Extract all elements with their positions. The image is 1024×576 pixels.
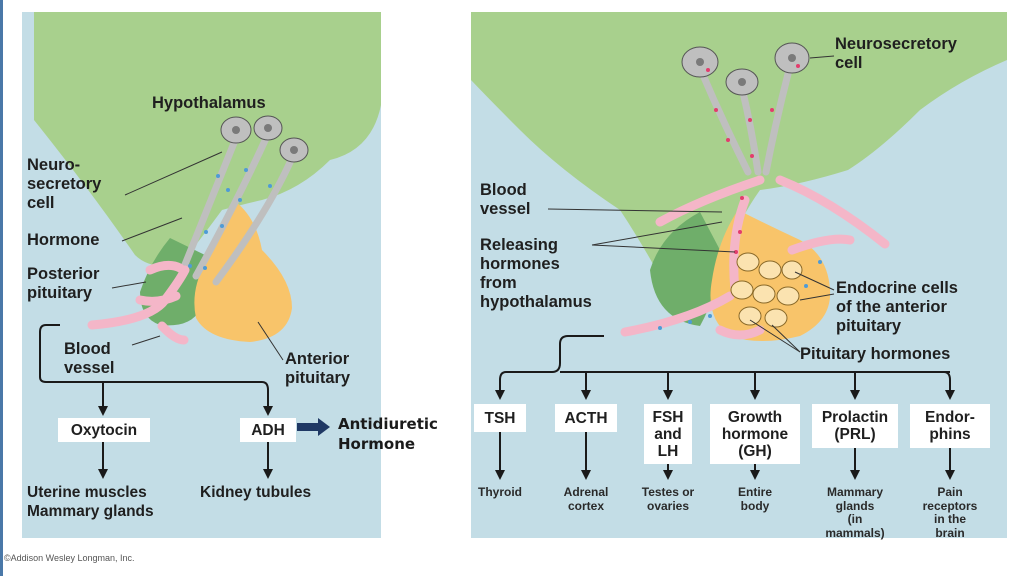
label-hypothalamus: Hypothalamus bbox=[152, 94, 266, 112]
right-neurosecretory-axons bbox=[696, 62, 794, 176]
right-leader-lines bbox=[547, 55, 835, 353]
target-uterine-mammary: Uterine muscles Mammary glands bbox=[27, 484, 154, 520]
right-endocrine-cells bbox=[730, 252, 803, 328]
right-portal-vessels bbox=[620, 175, 890, 340]
label-blood-vessel-right: Blood vessel bbox=[480, 181, 531, 218]
hormone-box-endorphins: Endor- phins bbox=[910, 404, 990, 448]
hormone-box-tsh: TSH bbox=[474, 404, 526, 432]
hormone-box-acth: ACTH bbox=[555, 404, 617, 432]
left-blood-vessel-shape bbox=[87, 260, 190, 345]
left-neuron-cell-bodies bbox=[220, 115, 309, 163]
label-pituitary-hormones: Pituitary hormones bbox=[800, 345, 951, 363]
label-hormone: Hormone bbox=[27, 231, 100, 249]
target-adrenal-cortex: Adrenal cortex bbox=[563, 485, 609, 513]
target-pain-receptors: Pain receptors in the brain bbox=[922, 485, 978, 540]
target-kidney-tubules: Kidney tubules bbox=[200, 484, 312, 501]
annotation-arrow-icon bbox=[297, 418, 330, 436]
right-releasing-hormone-dots bbox=[706, 64, 800, 254]
hormone-box-prolactin: Prolactin (PRL) bbox=[812, 404, 898, 448]
hormone-box-fsh-lh: FSH and LH bbox=[644, 404, 692, 464]
left-neurosecretory-axons bbox=[178, 130, 296, 286]
target-testes-ovaries: Testes or ovaries bbox=[641, 485, 695, 513]
left-flow-arrows bbox=[39, 324, 273, 479]
annotation-antidiuretic-hormone: Antidiuretic Hormone bbox=[338, 415, 438, 453]
slide-edge-bar bbox=[0, 0, 3, 576]
label-releasing-hormones: Releasing hormones from hypothalamus bbox=[480, 236, 592, 311]
target-mammary-glands: Mammary glands (in mammals) bbox=[825, 485, 885, 540]
target-thyroid: Thyroid bbox=[478, 485, 522, 499]
left-leader-lines bbox=[111, 151, 284, 361]
label-anterior-pituitary: Anterior pituitary bbox=[285, 350, 351, 387]
label-neurosecretory-cell-left: Neuro- secretory cell bbox=[27, 156, 102, 212]
right-flow-arrows bbox=[495, 335, 955, 480]
hormone-box-oxytocin: Oxytocin bbox=[58, 418, 150, 442]
copyright-credit: ©Addison Wesley Longman, Inc. bbox=[4, 553, 135, 563]
left-hormone-dots bbox=[188, 168, 272, 270]
right-posterior-pituitary-shape bbox=[650, 212, 720, 326]
right-hormone-dots bbox=[658, 260, 822, 330]
hormone-box-growth-hormone: Growth hormone (GH) bbox=[710, 404, 800, 464]
label-neurosecretory-cell-right: Neurosecretory cell bbox=[835, 35, 957, 72]
label-blood-vessel-left: Blood vessel bbox=[64, 340, 115, 377]
hormone-box-adh: ADH bbox=[240, 418, 296, 442]
left-hypothalamus-shape bbox=[34, 12, 381, 267]
label-endocrine-cells: Endocrine cells of the anterior pituitar… bbox=[836, 279, 958, 335]
target-entire-body: Entire body bbox=[737, 485, 772, 513]
label-posterior-pituitary: Posterior pituitary bbox=[27, 265, 100, 302]
